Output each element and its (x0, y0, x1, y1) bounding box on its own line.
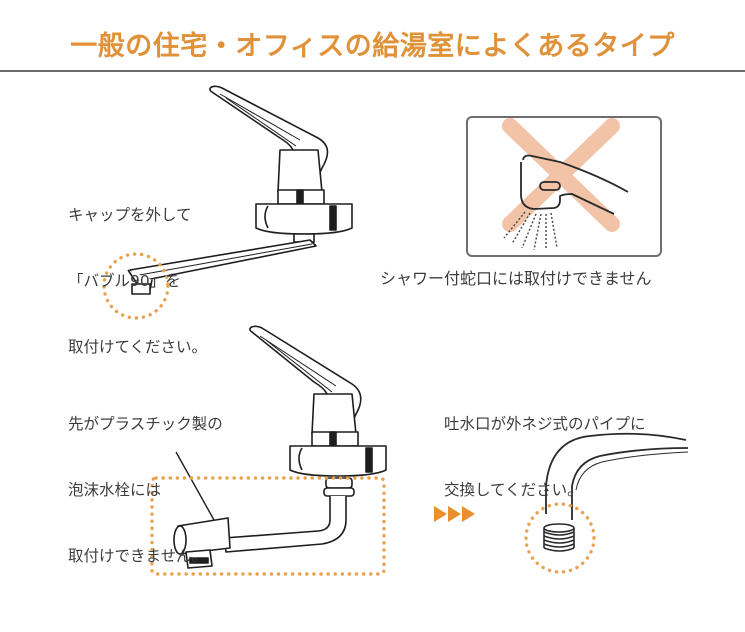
caption-top-left: キャップを外して 「バブル90」を 取付けてください。 (68, 206, 208, 356)
faucet-bottom-left-illustration (173, 325, 387, 569)
highlight-circle-bottom-right (524, 502, 596, 574)
caption-bottom-left: 先がプラスチック製の 泡沫水栓には 取付けできません。 (68, 415, 223, 565)
page-title: 一般の住宅・オフィスの給湯室によくあるタイプ (70, 31, 675, 62)
faucet-top-left-illustration (127, 85, 353, 295)
highlight-circle-top-left (102, 252, 170, 320)
threaded-pipe-illustration (543, 432, 689, 552)
next-arrow-icon (434, 506, 476, 522)
caption-top-right: シャワー付蛇口には取付けできません (380, 269, 652, 288)
title-divider (0, 70, 745, 72)
triangle-icon (434, 506, 447, 522)
caption-bottom-right: 吐水口が外ネジ式のパイプに 交換してください。 (444, 415, 646, 499)
shower-faucet-icon (502, 118, 629, 251)
leader-line-bottom-left (175, 451, 215, 521)
triangle-icon (448, 506, 461, 522)
triangle-icon (462, 506, 475, 522)
highlight-rect-bottom-left (150, 476, 386, 576)
